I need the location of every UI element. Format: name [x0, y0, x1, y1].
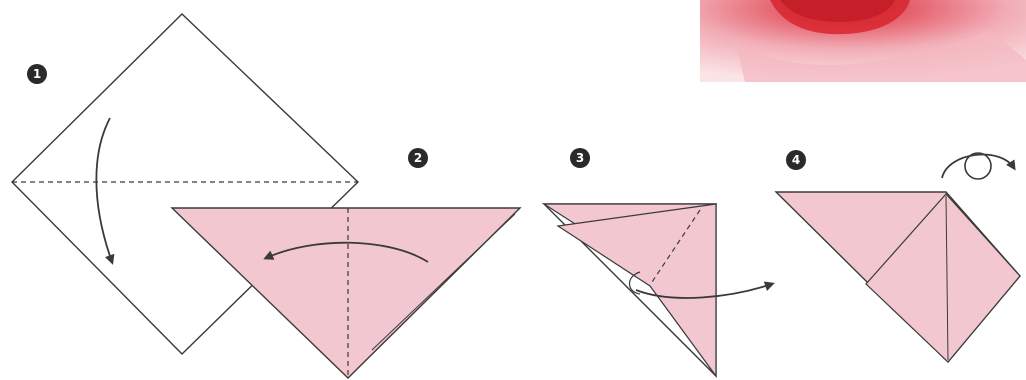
step-3-diagram [544, 204, 772, 376]
step-number-badge: 2 [408, 148, 428, 168]
finished-model-photo [700, 0, 1026, 82]
step-4-diagram [776, 153, 1020, 362]
step-number-badge: 4 [786, 150, 806, 170]
step-number-badge: 3 [570, 148, 590, 168]
step-number-badge: 1 [27, 64, 47, 84]
turn-over-icon [942, 153, 1014, 179]
